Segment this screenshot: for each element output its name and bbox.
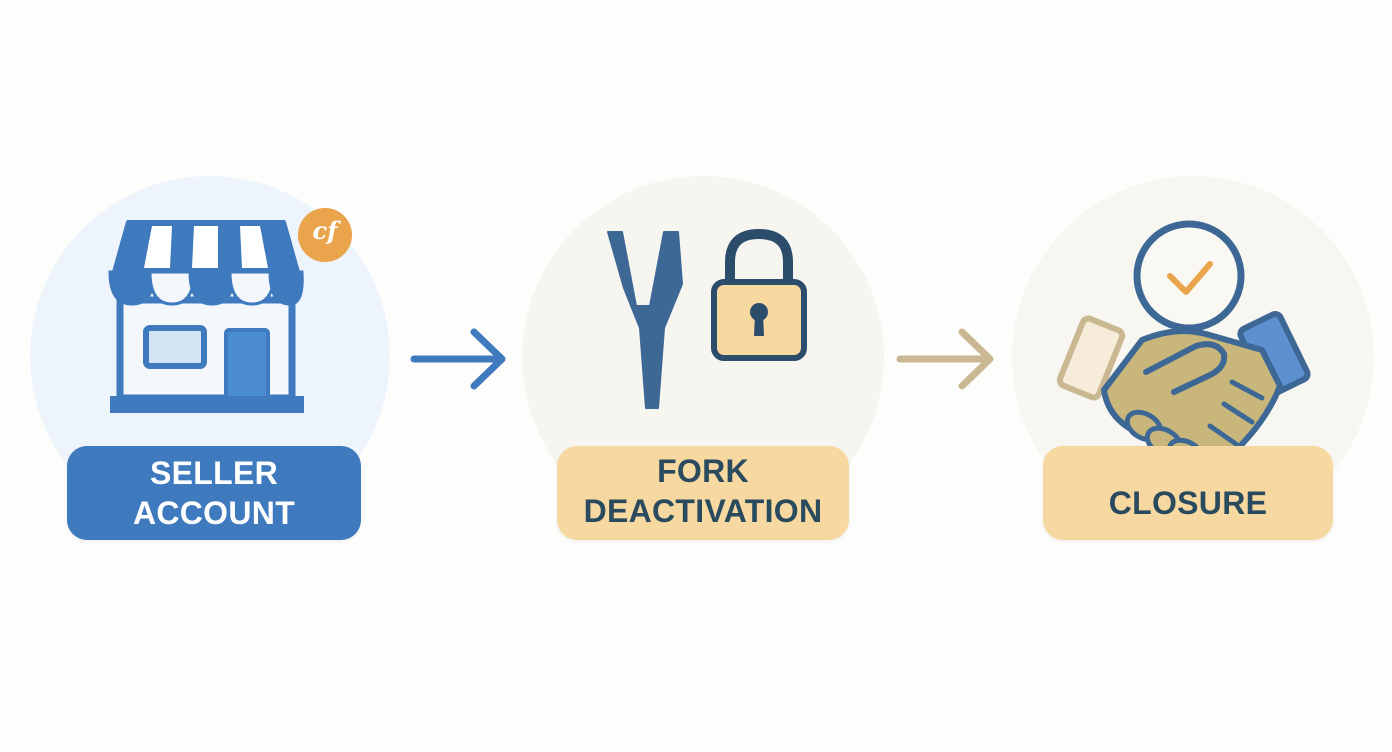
closure-label-line-1: CLOSURE	[1108, 485, 1268, 521]
seller-account-label-line-1: SELLER	[149, 455, 279, 491]
handshake-with-checkmark-icon	[1056, 220, 1311, 477]
fork-deactivation-label-line-2: DEACTIVATION	[583, 493, 823, 529]
fork-deactivation-label-line-1: FORK	[657, 453, 749, 489]
cf-badge-icon	[298, 208, 352, 262]
seller-account-label: SELLER ACCOUNT	[67, 446, 361, 540]
storefront-icon	[108, 220, 304, 413]
arrow-right-icon	[410, 328, 506, 390]
fork-icon	[607, 231, 683, 409]
padlock-icon	[711, 228, 807, 361]
fork-deactivation-label: FORK DEACTIVATION	[557, 446, 849, 540]
seller-account-label-line-2: ACCOUNT	[132, 495, 296, 531]
arrow-right-icon	[896, 328, 994, 390]
closure-label: CLOSURE	[1043, 446, 1333, 540]
cf-badge-text: cf	[312, 216, 338, 245]
